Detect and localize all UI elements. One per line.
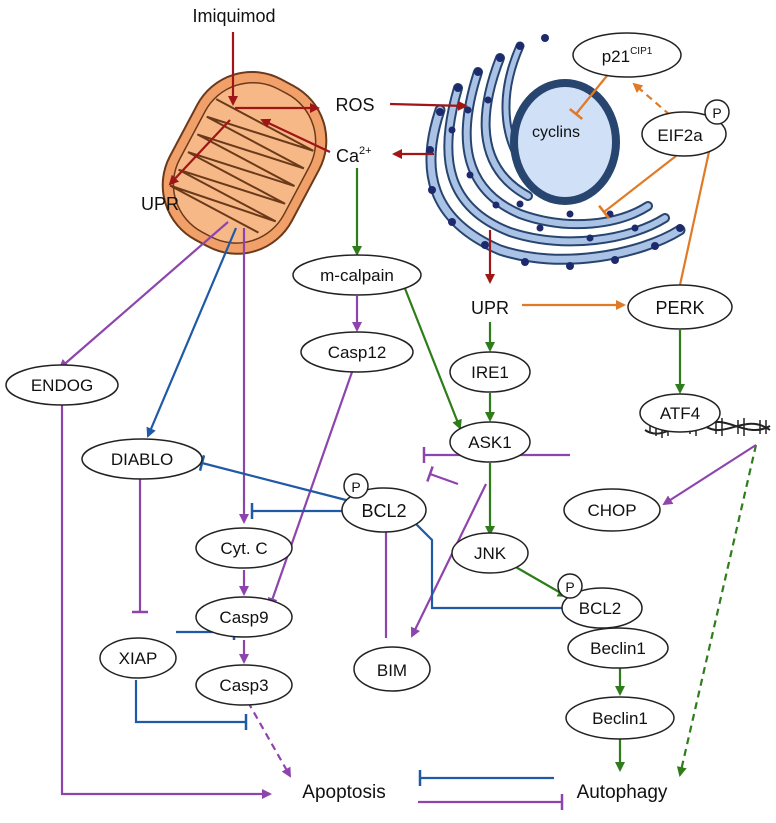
ask1-node: ASK1 bbox=[449, 421, 531, 463]
casp9-node: Casp9 bbox=[195, 596, 293, 638]
cytc-node: Cyt. C bbox=[195, 527, 293, 569]
svg-text:BCL2: BCL2 bbox=[579, 599, 622, 618]
nucleus-icon bbox=[510, 79, 620, 205]
endog-node: ENDOG bbox=[5, 364, 119, 406]
autophagy-label: Autophagy bbox=[577, 782, 668, 803]
beclin1-bottom-node: Beclin1 bbox=[565, 696, 675, 740]
svg-text:Cyt. C: Cyt. C bbox=[220, 539, 267, 558]
svg-text:DIABLO: DIABLO bbox=[111, 450, 173, 469]
p21-node: p21CIP1 bbox=[572, 32, 682, 78]
calcium-label: Ca2+ bbox=[336, 145, 372, 166]
svg-text:IRE1: IRE1 bbox=[471, 363, 509, 382]
svg-text:JNK: JNK bbox=[474, 544, 507, 563]
svg-text:Casp12: Casp12 bbox=[328, 343, 387, 362]
svg-text:m-calpain: m-calpain bbox=[320, 266, 394, 285]
bcl2-center-node: BCL2 P bbox=[341, 473, 427, 533]
phospho-icon bbox=[557, 573, 583, 599]
casp12-node: Casp12 bbox=[300, 331, 414, 373]
phospho-icon bbox=[704, 99, 730, 125]
upr-er-label: UPR bbox=[471, 298, 509, 318]
beclin1-top-node: Beclin1 bbox=[567, 627, 669, 669]
diablo-node: DIABLO bbox=[81, 438, 203, 480]
svg-text:Beclin1: Beclin1 bbox=[590, 639, 646, 658]
svg-text:PERK: PERK bbox=[655, 298, 704, 318]
apoptosis-label: Apoptosis bbox=[302, 782, 385, 803]
perk-node: PERK bbox=[627, 284, 733, 330]
jnk-node: JNK bbox=[451, 532, 529, 574]
svg-text:ENDOG: ENDOG bbox=[31, 376, 93, 395]
bim-node: BIM bbox=[353, 646, 431, 692]
svg-text:XIAP: XIAP bbox=[119, 649, 158, 668]
nodes: Imiquimod ROS Ca2+ UPR cyclins UPR Apopt… bbox=[5, 6, 733, 803]
svg-text:ATF4: ATF4 bbox=[660, 404, 700, 423]
svg-text:BCL2: BCL2 bbox=[361, 501, 406, 521]
svg-text:Casp3: Casp3 bbox=[219, 676, 268, 695]
cyclins-label: cyclins bbox=[532, 124, 580, 141]
svg-text:Casp9: Casp9 bbox=[219, 608, 268, 627]
svg-text:P: P bbox=[712, 105, 721, 121]
svg-text:CHOP: CHOP bbox=[587, 501, 636, 520]
edges bbox=[58, 32, 758, 810]
upr-mito-label: UPR bbox=[141, 194, 179, 214]
svg-text:P: P bbox=[565, 579, 574, 595]
m-calpain-node: m-calpain bbox=[292, 254, 422, 296]
xiap-node: XIAP bbox=[99, 637, 177, 679]
chop-node: CHOP bbox=[563, 488, 661, 532]
svg-text:EIF2a: EIF2a bbox=[657, 126, 703, 145]
svg-text:p21CIP1: p21CIP1 bbox=[602, 46, 653, 66]
svg-text:Beclin1: Beclin1 bbox=[592, 709, 648, 728]
eif2a-node: EIF2a P bbox=[641, 99, 730, 157]
endoplasmic-reticulum-icon bbox=[425, 34, 686, 270]
svg-text:P: P bbox=[351, 479, 360, 495]
svg-text:BIM: BIM bbox=[377, 661, 407, 680]
casp3-node: Casp3 bbox=[195, 664, 293, 706]
svg-text:ASK1: ASK1 bbox=[468, 433, 511, 452]
bcl2-right-node: BCL2 P bbox=[557, 573, 643, 629]
imiquimod-label: Imiquimod bbox=[192, 6, 275, 26]
mitochondrion-icon bbox=[161, 70, 328, 255]
ire1-node: IRE1 bbox=[449, 351, 531, 393]
phospho-icon bbox=[343, 473, 369, 499]
ros-label: ROS bbox=[335, 95, 374, 115]
atf4-node: ATF4 bbox=[639, 393, 721, 433]
